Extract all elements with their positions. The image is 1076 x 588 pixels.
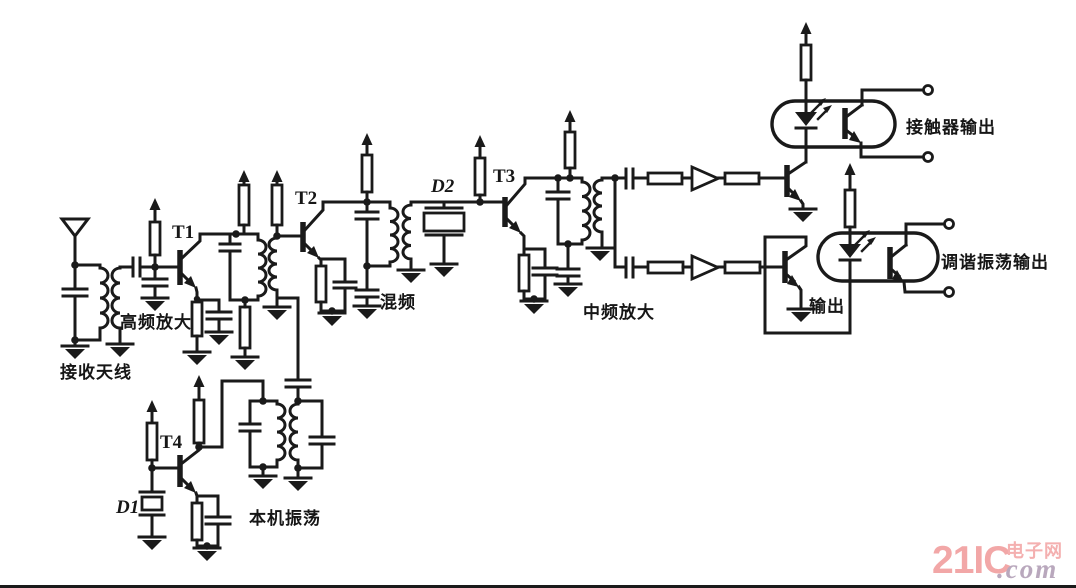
ceramic-filter-d2-icon xyxy=(422,200,466,264)
local-osc-label: 本机振荡 xyxy=(249,508,321,528)
inductor-icon xyxy=(110,266,122,344)
resistor-icon xyxy=(190,501,204,542)
ground-icon xyxy=(248,474,278,491)
ground-icon xyxy=(105,342,135,359)
resistor-icon xyxy=(723,260,762,275)
watermark-domain: .com xyxy=(997,554,1058,584)
resistor-icon xyxy=(238,305,252,350)
optocoupler-icon xyxy=(816,231,940,283)
watermark: 21IC 电子网 .com xyxy=(932,539,1063,584)
if-amp-stage: T3 xyxy=(493,108,655,322)
transistor-t3-icon xyxy=(502,176,547,257)
ground-icon xyxy=(230,355,260,372)
ground-icon xyxy=(262,305,292,322)
ground-icon xyxy=(283,476,313,493)
crystal-d1-icon xyxy=(138,490,166,537)
ground-icon xyxy=(182,350,212,367)
resistor-icon xyxy=(314,264,328,304)
ground-icon xyxy=(317,311,347,328)
ground-icon xyxy=(519,299,549,316)
antenna-stage: 接收天线 xyxy=(58,217,135,382)
contactor-output-label: 接触器输出 xyxy=(906,117,996,137)
resistor-icon xyxy=(360,153,374,194)
led-icon xyxy=(794,98,832,164)
inductor-icon xyxy=(256,232,268,302)
if-filter: D2 xyxy=(396,133,505,285)
rf-amp-stage: T1 高频放大 xyxy=(120,196,236,367)
resistor-icon xyxy=(799,43,813,82)
watermark-site: 电子网 xyxy=(1006,540,1063,561)
inductor-icon xyxy=(580,176,592,246)
driver-transistor-icon xyxy=(784,129,808,209)
t3-label: T3 xyxy=(493,166,515,187)
resistor-icon xyxy=(192,398,206,445)
ground-icon xyxy=(352,304,382,321)
local-osc-stage: D1 T4 xyxy=(115,373,336,563)
inductor-icon xyxy=(401,203,413,270)
ground-icon xyxy=(429,262,459,279)
contactor-output-stage: 接触器输出 xyxy=(770,20,996,224)
amplifier-icon xyxy=(690,253,722,282)
amplifier-icon xyxy=(690,164,722,193)
output-terminal xyxy=(943,218,955,230)
phototransistor-icon xyxy=(842,102,865,143)
mixer-label: 混频 xyxy=(380,292,416,312)
inductor-icon xyxy=(288,402,300,470)
t1-label: T1 xyxy=(172,222,194,243)
ground-icon xyxy=(204,330,234,347)
output-transistor-icon xyxy=(763,235,852,335)
antenna-label: 接收天线 xyxy=(60,362,132,382)
ground-icon xyxy=(137,535,167,552)
rf-amp-label: 高频放大 xyxy=(120,312,192,332)
resistor-icon xyxy=(843,188,857,229)
d2-label: D2 xyxy=(430,176,455,197)
resistor-icon xyxy=(723,171,761,186)
phototransistor-icon xyxy=(887,242,909,282)
resistor-icon xyxy=(270,183,284,227)
ground-icon xyxy=(396,268,426,285)
t4-label: T4 xyxy=(160,432,183,453)
watermark-brand: 21IC xyxy=(932,539,1011,582)
ground-icon xyxy=(60,344,90,361)
output-terminal xyxy=(922,151,934,163)
output-terminal xyxy=(943,286,955,298)
led-icon xyxy=(838,230,876,335)
antenna-icon xyxy=(58,217,92,239)
ground-icon xyxy=(553,282,583,299)
resistor-icon xyxy=(190,300,204,338)
output-terminal xyxy=(922,84,934,96)
tuned-osc-output-label: 调谐振荡输出 xyxy=(941,252,1049,272)
resistor-icon xyxy=(517,253,531,293)
rf-tank xyxy=(218,168,268,372)
amp-channels xyxy=(613,164,788,282)
inductor-icon xyxy=(275,399,287,469)
inductor-icon xyxy=(267,236,279,307)
mixer-stage: T2 xyxy=(262,168,369,382)
resistor-icon xyxy=(563,130,577,170)
inductor-icon xyxy=(98,263,110,342)
optocoupler-icon xyxy=(770,99,897,149)
resistor-icon xyxy=(646,260,685,275)
resistor-icon xyxy=(148,220,162,257)
resistor-icon xyxy=(237,183,251,227)
if-amp-label: 中频放大 xyxy=(583,302,655,322)
mixer-tank: 混频 xyxy=(352,131,416,321)
inductor-icon xyxy=(592,178,604,248)
ground-icon xyxy=(140,296,170,313)
resistor-icon xyxy=(473,156,487,197)
capacitor-icon xyxy=(61,287,89,298)
resistor-icon xyxy=(145,421,159,462)
t2-label: T2 xyxy=(295,188,317,209)
ground-icon xyxy=(788,207,818,224)
resistor-icon xyxy=(646,171,684,186)
d1-label: D1 xyxy=(115,497,139,518)
output-label: 输出 xyxy=(809,296,845,316)
ground-icon xyxy=(192,546,222,563)
inductor-icon xyxy=(388,200,400,268)
ground-icon xyxy=(585,246,615,263)
tuned-osc-output-stage: 调谐振荡输出 输出 xyxy=(763,161,1049,335)
